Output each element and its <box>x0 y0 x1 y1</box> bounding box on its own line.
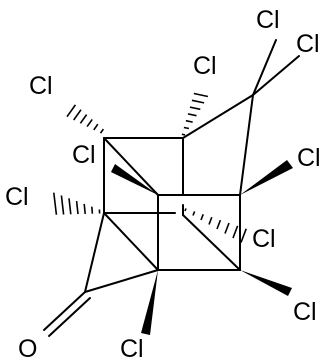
atom-cl-10: Cl <box>120 335 144 363</box>
atom-labels: Cl Cl Cl Cl Cl Cl Cl Cl Cl Cl O <box>5 6 321 363</box>
hash-to-inner-cl <box>184 208 247 243</box>
atom-cl-1: Cl <box>256 6 280 34</box>
atom-cl-3: Cl <box>193 52 217 80</box>
bond-bridge-to-cl-a <box>252 39 277 96</box>
bond-carbonyl-double-b <box>48 297 91 337</box>
skeleton-bonds <box>43 39 300 337</box>
wedge-to-lower-right-cl <box>240 270 292 296</box>
atom-cl-2: Cl <box>296 30 320 58</box>
wedge-to-bottom-cl <box>141 270 158 335</box>
atom-cl-6: Cl <box>297 144 321 172</box>
atom-cl-4: Cl <box>29 72 53 100</box>
bond-bridge-to-cl-b <box>252 55 300 96</box>
bond-bridge-to-upper-right <box>239 94 254 196</box>
atom-cl-7: Cl <box>5 183 29 211</box>
bond-top-left-to-back <box>103 137 159 196</box>
bond-carbonyl-to-bottom <box>84 269 159 293</box>
atom-cl-5: Cl <box>72 141 96 169</box>
atom-cl-9: Cl <box>293 298 317 326</box>
bond-inner-diagonal <box>182 214 241 271</box>
wedge-bonds <box>111 160 293 335</box>
wedge-to-right-cl <box>240 160 293 195</box>
hashed-bonds <box>53 92 247 243</box>
bond-carbonyl-double-a <box>43 291 86 331</box>
bond-left-to-carbonyl <box>84 212 105 293</box>
atom-oxygen: O <box>18 335 37 363</box>
bond-left-lower-to-back <box>103 212 159 271</box>
atom-cl-8: Cl <box>252 225 276 253</box>
hash-to-left-cl <box>53 192 101 215</box>
bond-top-right-to-bridge <box>182 94 254 139</box>
wedge-to-upper-left-cl <box>111 164 158 195</box>
hash-to-top-center-cl <box>181 92 209 136</box>
hash-to-top-left-cl <box>66 104 105 134</box>
